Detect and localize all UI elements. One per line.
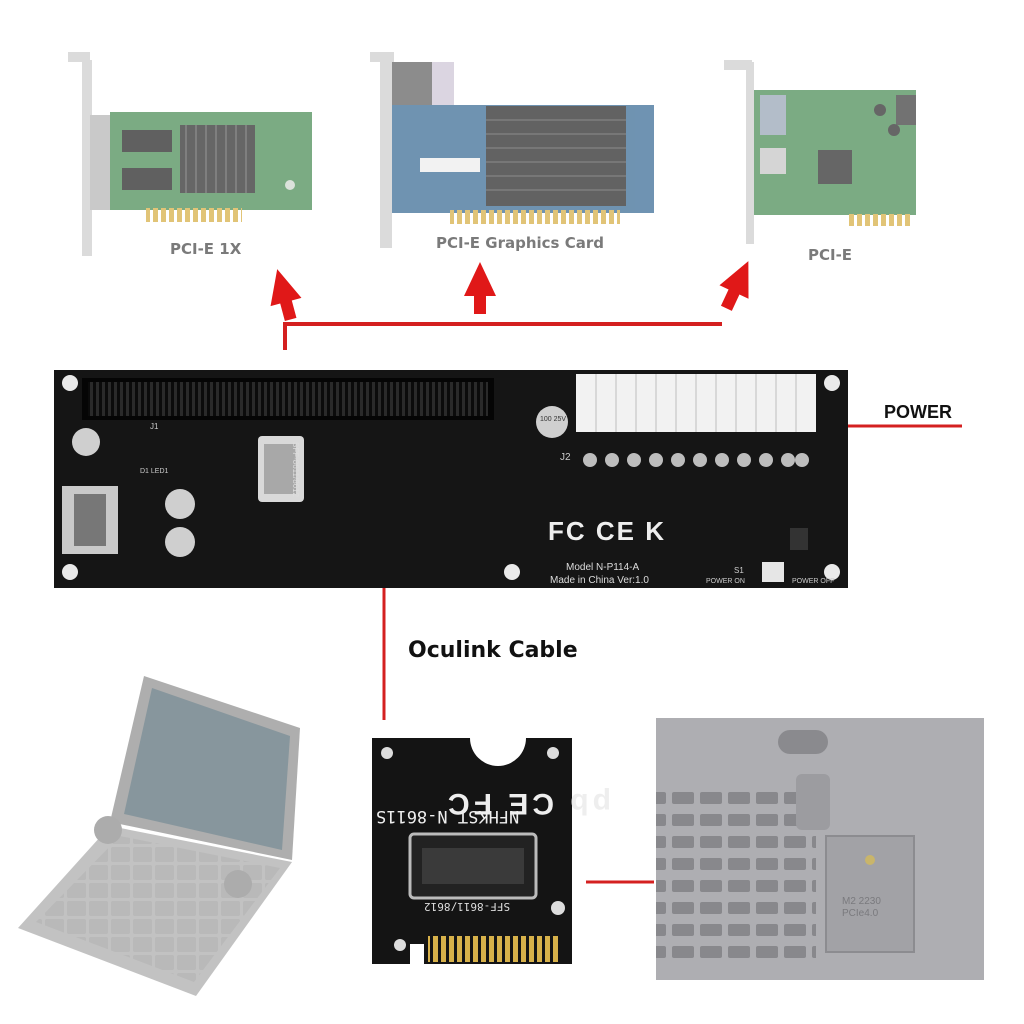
distribution-line: [283, 322, 722, 350]
board-connector-label: SFF-8611/8612: [291, 442, 300, 497]
m2-gold-fingers: [428, 936, 558, 962]
board-power-on: POWER ON: [706, 578, 745, 585]
pcie-1x-card: [68, 52, 312, 256]
laptop-m2-slot-photo: [656, 718, 984, 980]
arrow-up-left: [270, 269, 302, 321]
arrow-up-right: [719, 261, 749, 311]
board-certifications: FC CE K: [548, 516, 666, 546]
adapter-board: [54, 370, 848, 588]
label-pcie: PCI-E: [808, 246, 853, 264]
arrow-up-center: [464, 262, 496, 314]
pcie-x16-slot: [88, 382, 488, 416]
m2-connector-label: SFF-8611/8612: [424, 900, 511, 913]
capacitor: [165, 489, 195, 519]
capacitor: [536, 406, 568, 438]
label-power: POWER: [884, 402, 953, 422]
capacitor: [165, 527, 195, 557]
board-cap-rating: 100 25V: [539, 416, 567, 423]
board-j1: J1: [150, 422, 159, 431]
board-switch-label: S1: [734, 566, 744, 575]
board-model: Model N-P114-A: [566, 562, 640, 573]
label-oculink-cable: Oculink Cable: [408, 638, 578, 663]
power-switch: [762, 562, 784, 582]
label-graphics-card: PCI-E Graphics Card: [436, 234, 604, 252]
graphics-card: [370, 52, 654, 248]
laptop: [18, 676, 300, 996]
pcie-card: [724, 60, 916, 244]
slot-label-pcie: PCIe4.0: [842, 908, 879, 919]
m2-adapter-card: [372, 738, 572, 964]
board-j2: J2: [560, 452, 571, 463]
board-led: D1 LED1: [140, 468, 169, 475]
board-made-in: Made in China Ver:1.0: [550, 575, 649, 586]
label-pcie-1x: PCI-E 1X: [170, 240, 242, 258]
capacitor: [72, 428, 100, 456]
m2-brand: NFHKST N-8611S: [376, 806, 520, 826]
board-power-off: POWER OFF: [792, 578, 835, 585]
slot-label-size: M2 2230: [842, 896, 881, 907]
